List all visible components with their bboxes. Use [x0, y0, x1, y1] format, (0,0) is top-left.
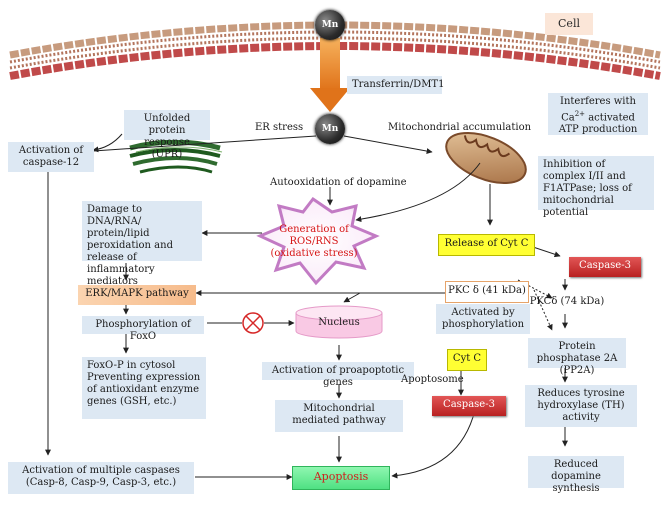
- autoox-label: Autooxidation of dopamine: [270, 177, 407, 188]
- ros-line2: ROS/RNS: [289, 236, 339, 247]
- interferes-line3: ATP production: [558, 124, 638, 136]
- apoptosis-box: Apoptosis: [292, 466, 390, 490]
- mitochondrion-icon: [445, 131, 527, 185]
- nucleus-shape: [295, 305, 383, 339]
- mn-label-top: Mn: [321, 20, 339, 30]
- er-stress-label: ER stress: [255, 122, 304, 133]
- foxo-p-box: FoxO-P in cytosol Preventing expression …: [82, 357, 206, 419]
- cytc-box: Cyt C: [447, 349, 487, 371]
- er-icon: [129, 139, 223, 174]
- caspase3-top-box: Caspase-3: [569, 257, 641, 277]
- inhibition-icon: [242, 312, 264, 334]
- ros-starburst: [256, 196, 380, 286]
- mn-icon-top: Mn: [315, 10, 345, 40]
- mito-mediated-box: Mitochondrial mediated pathway: [275, 400, 403, 432]
- proapop-box: Activation of proapoptotic genes: [262, 362, 414, 388]
- cell-label: Cell: [545, 13, 593, 35]
- release-cytc-box: Release of Cyt C: [438, 234, 535, 256]
- reduced-da-box: Reduced dopamine synthesis: [528, 456, 624, 494]
- multi-casp-box: Activation of multiple caspases (Casp-8,…: [8, 462, 194, 494]
- pkc74-label: PKCδ (74 kDa): [529, 296, 605, 307]
- transport-label: Transferrin/DMT1: [347, 76, 444, 94]
- nucleus-label: Nucleus: [318, 317, 360, 328]
- interferes-line1: Interferes with: [560, 96, 636, 107]
- interferes-ca: Ca: [561, 112, 575, 124]
- upr-box: Unfolded protein response (UPR): [124, 110, 210, 160]
- interferes-box: Interferes with Ca2+ activated ATP produ…: [548, 93, 648, 135]
- inhibition-box: Inhibition of complex I/II and F1ATPase;…: [538, 156, 654, 218]
- interferes-sup: 2+: [574, 110, 586, 118]
- damage-box: Damage to DNA/RNA/ protein/lipid peroxid…: [82, 201, 202, 287]
- mito-accum-label: Mitochondrial accumulation: [388, 122, 532, 133]
- interferes-rest: activated: [585, 112, 635, 124]
- erk-box: ERK/MAPK pathway: [78, 285, 196, 305]
- connector-arrows: [45, 127, 568, 480]
- phos-foxo-box: Phosphorylation of FoxO: [82, 316, 204, 342]
- transport-arrow: [310, 38, 350, 112]
- caspase3-mid-box: Caspase-3: [432, 396, 506, 416]
- apoptosome-label: Apoptosome: [401, 374, 464, 385]
- pkc41-box: PKC δ (41 kDa): [445, 281, 529, 303]
- pp2a-box: Protein phosphatase 2A (PP2A): [528, 338, 626, 376]
- reduces-th-box: Reduces tyrosine hydroxylase (TH) activi…: [525, 385, 637, 427]
- ros-text: Generation of ROS/RNS (oxidative stress): [268, 224, 360, 260]
- ros-line1: Generation of: [279, 224, 349, 235]
- activated-box: Activated by phosphorylation: [436, 304, 530, 334]
- casp12-box: Activation of caspase-12: [8, 142, 94, 172]
- mn-icon-center: Mn: [315, 114, 345, 144]
- mn-label-center: Mn: [321, 124, 339, 134]
- ros-line3: (oxidative stress): [270, 248, 358, 259]
